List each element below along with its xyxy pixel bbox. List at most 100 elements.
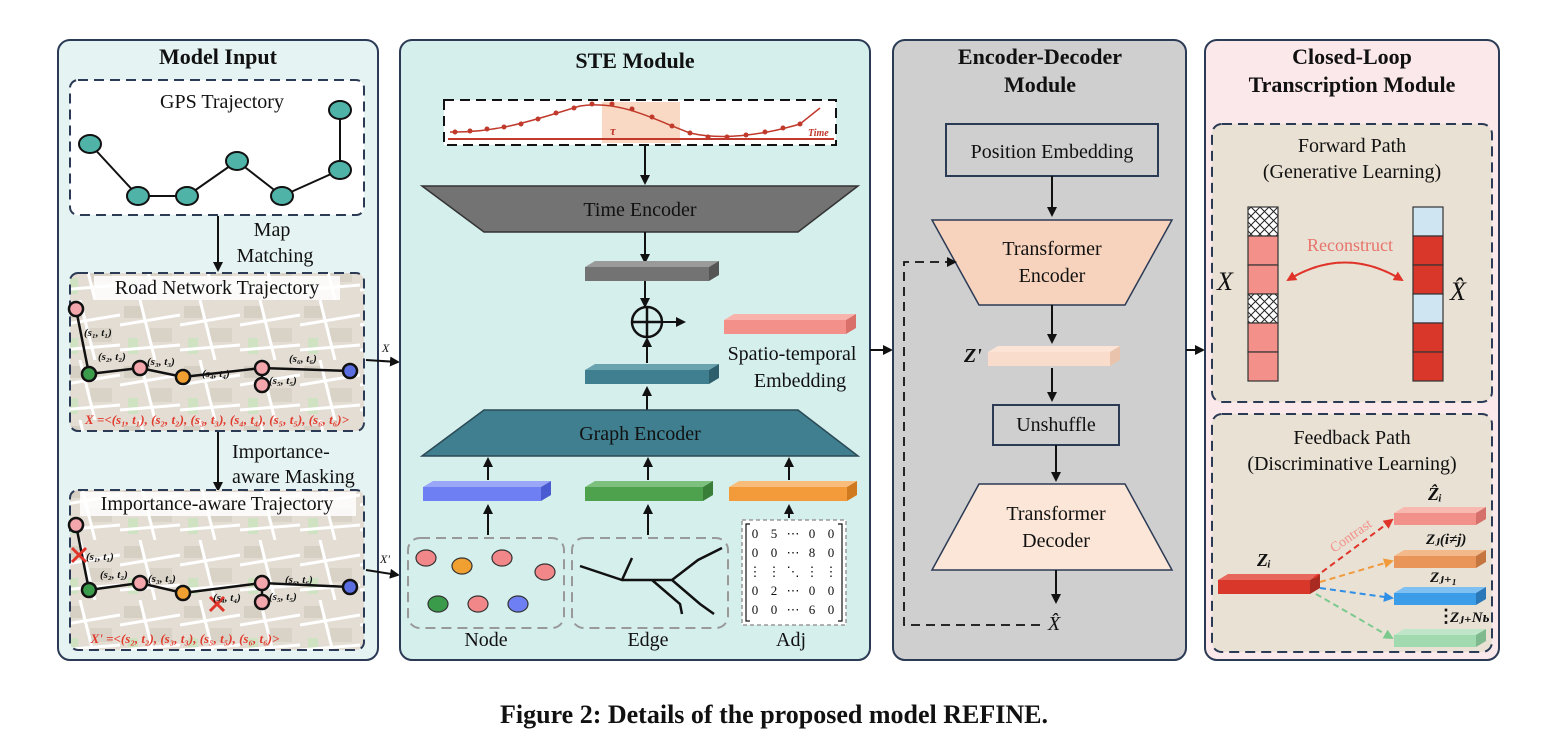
reconstruct-label: Reconstruct xyxy=(1307,235,1393,255)
edge-embedding-bar xyxy=(585,481,713,501)
matrix-cell: ⋮ xyxy=(825,564,838,579)
forward-path-title-2: (Generative Learning) xyxy=(1263,161,1441,183)
matrix-cell: ⋯ xyxy=(787,545,800,560)
zi-hat-label: Ẑᵢ xyxy=(1427,483,1442,504)
road-point-4: (s₄, t₄) xyxy=(202,368,230,380)
matrix-cell: 0 xyxy=(809,526,816,541)
transformer-decoder-label-2: Decoder xyxy=(1022,530,1090,552)
x-hat-label: X̂ xyxy=(1047,612,1061,635)
imp-point-5: (s₅, t₅) xyxy=(269,591,297,603)
spatio-temporal-label-1: Spatio-temporal xyxy=(728,343,857,365)
adj-label: Adj xyxy=(776,629,806,651)
matrix-cell: 0 xyxy=(828,602,835,617)
forward-path-title-1: Forward Path xyxy=(1298,135,1406,157)
matrix-cell: 0 xyxy=(828,583,835,598)
node-label: Node xyxy=(464,629,507,651)
position-embedding-label: Position Embedding xyxy=(971,141,1134,163)
matrix-cell: 0 xyxy=(828,526,835,541)
graph-encoder-label: Graph Encoder xyxy=(579,423,701,445)
map-matching-label-2: Matching xyxy=(237,245,314,267)
road-point-3: (s₃, t₃) xyxy=(147,356,175,368)
zj1-label: Zⱼ₊₁ xyxy=(1429,570,1457,586)
encdec-title-2: Module xyxy=(1004,72,1076,97)
ellipsis-dots: ⋮ xyxy=(1437,606,1455,626)
matrix-cell: ⋮ xyxy=(749,564,762,579)
closed-loop-title-2: Transcription Module xyxy=(1249,72,1456,97)
matrix-cell: 6 xyxy=(809,602,816,617)
tau-label: τ xyxy=(610,123,617,138)
road-point-2: (s₂, t₂) xyxy=(98,351,126,363)
matrix-cell: ⋮ xyxy=(806,564,819,579)
model-input-panel: Model Input GPS Trajectory Map Matching … xyxy=(57,39,379,661)
closed-loop-panel: Closed-Loop Transcription Module Forward… xyxy=(1204,39,1500,661)
matrix-cell: 0 xyxy=(809,583,816,598)
transformer-encoder-label-1: Transformer xyxy=(1002,238,1102,260)
importance-sequence: X' =<(s₂, t₂), (s₃, t₃), (s₅, t₅), (s₆, … xyxy=(90,631,280,646)
matrix-cell: 2 xyxy=(771,583,778,598)
time-axis-label: Time xyxy=(808,128,829,139)
matrix-cell: 0 xyxy=(771,602,778,617)
zi-hat-embedding-bar xyxy=(1394,507,1486,525)
transformer-decoder-label-1: Transformer xyxy=(1006,503,1106,525)
encoder-decoder-panel: Encoder-Decoder Module Position Embeddin… xyxy=(892,39,1187,661)
imp-point-4: (s₄, t₄) xyxy=(213,592,241,604)
zj-label: Zⱼ(i≠j) xyxy=(1425,532,1466,548)
feedback-path-title-1: Feedback Path xyxy=(1293,427,1410,449)
matrix-cell: ⋯ xyxy=(787,583,800,598)
importance-trajectory-label: Importance-aware Trajectory xyxy=(101,493,334,515)
matrix-cell: 0 xyxy=(752,602,759,617)
refine-diagram: Model Input GPS Trajectory Map Matching … xyxy=(57,39,1500,661)
node-circles xyxy=(415,549,556,613)
z-prime-embedding-bar xyxy=(988,346,1120,366)
input-xprime-label: X' xyxy=(379,552,390,566)
closed-loop-title-1: Closed-Loop xyxy=(1292,44,1412,69)
road-point-6: (s₆, t₆) xyxy=(289,353,317,365)
imp-point-1: (s₁, t₁) xyxy=(86,551,114,563)
zi-label: Zᵢ xyxy=(1256,550,1271,570)
importance-map xyxy=(67,516,359,611)
gps-trajectory-graph xyxy=(78,100,352,206)
time-embedding-bar xyxy=(585,261,719,281)
zjnb-label: Zⱼ₊Nь xyxy=(1449,610,1490,626)
road-network-map xyxy=(67,300,359,394)
adj-embedding-bar xyxy=(729,481,857,501)
figure-caption: Figure 2: Details of the proposed model … xyxy=(500,700,1048,729)
matrix-cell: ⋯ xyxy=(787,526,800,541)
road-sequence: X =<(s₁, t₁), (s₂, t₂), (s₃, t₃), (s₄, t… xyxy=(84,412,350,427)
ste-module-title: STE Module xyxy=(575,48,694,73)
graph-embedding-bar xyxy=(585,364,719,384)
ste-module-panel: STE Module τ Time Time Encoder xyxy=(399,39,871,661)
mask-cross-icon xyxy=(70,546,226,613)
imp-point-2: (s₂, t₂) xyxy=(100,569,128,581)
road-network-trajectory-label: Road Network Trajectory xyxy=(115,277,319,299)
matrix-cell: ⋮ xyxy=(768,564,781,579)
matrix-cell: ⋯ xyxy=(787,602,800,617)
matrix-cell: 0 xyxy=(828,545,835,560)
road-point-1: (s₁, t₁) xyxy=(84,327,112,339)
transformer-encoder-label-2: Encoder xyxy=(1019,265,1086,287)
importance-masking-label-1: Importance- xyxy=(232,441,330,463)
input-x-label: X xyxy=(381,341,390,355)
edge-lines xyxy=(579,546,723,616)
x-token-column xyxy=(1247,206,1279,382)
matrix-cell: 0 xyxy=(771,545,778,560)
matrix-cell: 5 xyxy=(771,526,778,541)
matrix-cell: 0 xyxy=(752,583,759,598)
forward-x-hat-label: X̂ xyxy=(1449,277,1467,306)
model-input-title: Model Input xyxy=(159,44,278,69)
add-icon xyxy=(630,305,664,339)
matrix-cell: 0 xyxy=(752,545,759,560)
x-hat-token-column xyxy=(1412,206,1444,382)
unshuffle-label: Unshuffle xyxy=(1016,414,1096,436)
gps-trajectory-label: GPS Trajectory xyxy=(160,91,284,113)
feedback-path-title-2: (Discriminative Learning) xyxy=(1247,453,1456,475)
zi-embedding-bar xyxy=(1218,574,1320,594)
node-embedding-bar xyxy=(423,481,551,501)
z-prime-label: Z' xyxy=(963,345,982,367)
imp-point-3: (s₃, t₃) xyxy=(148,573,176,585)
encdec-title-1: Encoder-Decoder xyxy=(958,44,1122,69)
matrix-cell: ⋱ xyxy=(787,564,800,579)
spatio-temporal-label-2: Embedding xyxy=(754,370,846,392)
spatio-temporal-embedding-bar xyxy=(724,314,856,334)
